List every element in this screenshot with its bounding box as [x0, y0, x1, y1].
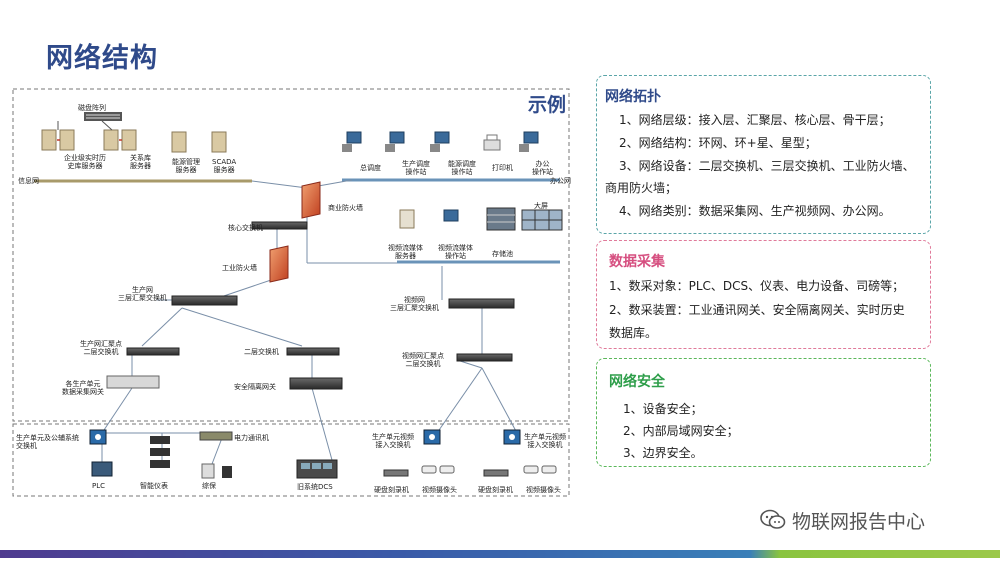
label-video-access-2: 生产单元视频 接入交换机 [524, 433, 566, 449]
panel-item: 2、数采装置：工业通讯网关、安全隔离网关、实时历史 [609, 303, 905, 317]
label-smart-meter: 智能仪表 [140, 482, 168, 490]
label-video-l3-switch: 视频网 三层汇聚交换机 [390, 296, 439, 312]
storage-pool-icon [486, 207, 516, 231]
commercial-firewall-icon [301, 181, 321, 219]
label-hist-server: 企业级实时历 史库服务器 [64, 154, 106, 170]
label-camera-1: 视频摄像头 [422, 486, 457, 494]
label-info-net: 信息网 [18, 177, 39, 185]
panel-item: 4、网络类别：数据采集网、生产视频网、办公网。 [619, 204, 891, 218]
watermark: 物联网报告中心 [760, 507, 925, 536]
panel-item: 商用防火墙； [605, 181, 678, 195]
nvr-icon [383, 469, 509, 477]
label-iso-gw: 安全隔离网关 [234, 383, 276, 391]
plc-icon [91, 461, 113, 477]
lower-frame [12, 423, 570, 497]
label-big-screen: 大屏 [534, 202, 548, 210]
watermark-text: 物联网报告中心 [792, 511, 926, 533]
label-prod-dispatch: 生产调度 操作站 [402, 160, 430, 176]
label-video-access-1: 生产单元视频 接入交换机 [372, 433, 414, 449]
workstation-icon [346, 131, 539, 222]
upper-frame [12, 88, 570, 422]
label-industrial-fw: 工业防火墙 [222, 264, 257, 272]
scale-icon [201, 463, 232, 479]
label-l2-switch: 二层交换机 [244, 348, 279, 356]
label-power-comm: 电力通讯机 [234, 434, 269, 442]
big-screen-icon [521, 209, 563, 231]
disk-array-icon [84, 112, 122, 121]
label-nvr-2: 硬盘刻录机 [478, 486, 513, 494]
label-office-net: 办公网 [550, 177, 571, 185]
diagram-graphics [12, 88, 570, 497]
gateway-icon [106, 375, 160, 389]
power-comm-icon [199, 431, 233, 441]
label-media-server: 视频流媒体 服务器 [388, 244, 423, 260]
industrial-firewall-icon [269, 245, 289, 283]
printer-icon [483, 134, 501, 151]
label-collect-gw: 各生产单元 数据采集网关 [62, 380, 104, 396]
panel-item: 2、网络结构：环网、环+星、星型； [619, 136, 817, 150]
panel-item: 1、数采对象：PLC、DCS、仪表、电力设备、司磅等； [609, 279, 905, 293]
label-legacy-dcs: 旧系统DCS [297, 483, 333, 491]
label-dispatch: 总调度 [360, 164, 381, 172]
panel-item: 3、网络设备：二层交换机、三层交换机、工业防火墙、 [619, 159, 915, 173]
wechat-icon [760, 509, 786, 536]
label-storage-pool: 存储池 [492, 250, 513, 258]
label-plc: PLC [92, 482, 106, 490]
label-disk-array: 磁盘阵列 [78, 104, 106, 112]
label-prod-l3-switch: 生产网 三层汇聚交换机 [118, 286, 167, 302]
panel-item: 3、边界安全。 [623, 446, 703, 460]
page-title: 网络结构 [46, 43, 158, 74]
footer-bar [0, 550, 1000, 558]
panel-title: 网络安全 [609, 374, 665, 390]
label-energy-dispatch: 能源调度 操作站 [448, 160, 476, 176]
panel-item: 1、网络层级：接入层、汇聚层、核心层、骨干层； [619, 113, 891, 127]
label-nvr-1: 硬盘刻录机 [374, 486, 409, 494]
label-unit-switch: 生产单元及公辅系统 交换机 [16, 434, 79, 450]
media-server-icon [399, 209, 415, 229]
panel-title: 网络拓扑 [605, 89, 661, 105]
network-topology-panel: 网络拓扑 1、网络层级：接入层、汇聚层、核心层、骨干层； 2、网络结构：环网、环… [596, 75, 931, 234]
label-office-ws: 办公 操作站 [532, 160, 553, 176]
data-collection-panel: 数据采集 1、数采对象：PLC、DCS、仪表、电力设备、司磅等； 2、数采装置：… [596, 240, 931, 349]
label-rel-db: 关系库 服务器 [130, 154, 151, 170]
switch-icon [126, 221, 515, 390]
label-energy-server: 能源管理 服务器 [172, 158, 200, 174]
label-media-ws: 视频流媒体 操作站 [438, 244, 473, 260]
server-icon [41, 129, 227, 153]
panel-title: 数据采集 [609, 254, 665, 270]
network-security-panel: 网络安全 1、设备安全； 2、内部局域网安全； 3、边界安全。 [596, 358, 931, 467]
sample-label: 示例 [527, 94, 566, 116]
label-scada-server: SCADA 服务器 [212, 158, 237, 174]
panel-item: 数据库。 [609, 326, 658, 340]
legacy-dcs-icon [296, 459, 338, 479]
label-commercial-fw: 商业防火墙 [328, 204, 363, 212]
camera-icon [421, 465, 557, 474]
label-prod-agg-l2: 生产网汇聚点 二层交换机 [80, 340, 122, 356]
label-printer: 打印机 [492, 164, 513, 172]
panel-item: 1、设备安全； [623, 402, 703, 416]
label-video-agg-l2: 视频网汇聚点 二层交换机 [402, 352, 444, 368]
label-camera-2: 视频摄像头 [526, 486, 561, 494]
label-core-switch: 核心交换机 [228, 224, 263, 232]
network-diagram: 示例 磁盘阵列 企业级实时历 史库服务器 关系库 服务器 能源管理 服务器 SC… [12, 88, 571, 498]
panel-item: 2、内部局域网安全； [623, 424, 739, 438]
smart-meter-icon [150, 436, 170, 468]
label-scale: 综保 [202, 482, 216, 490]
